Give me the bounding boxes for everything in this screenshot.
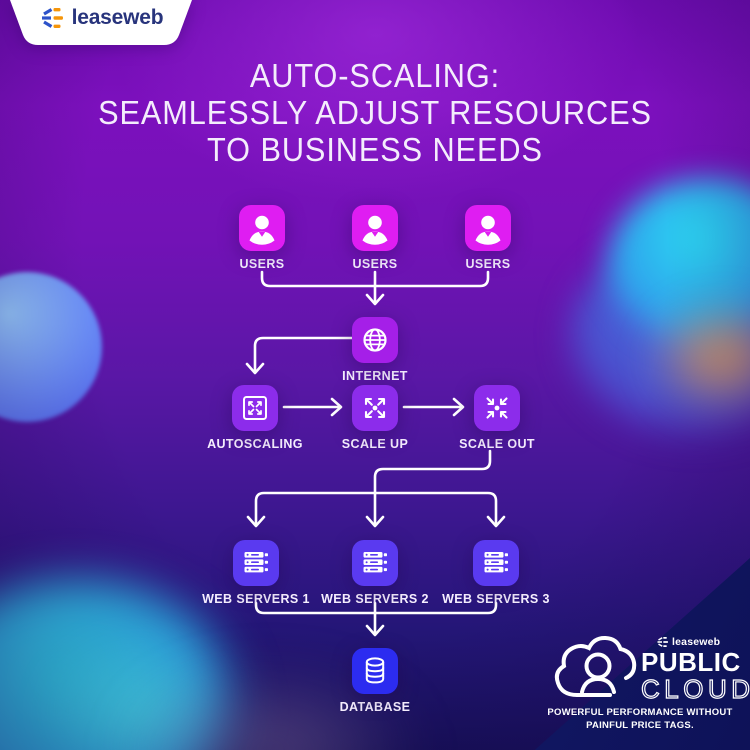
node-label: AUTOSCALING	[207, 437, 303, 451]
promo-tagline-line2: PAINFUL PRICE TAGS.	[586, 719, 694, 731]
cloud-blob-top-right	[570, 238, 750, 438]
cloud-user-icon	[554, 635, 637, 697]
page-title: AUTO-SCALING: SEAMLESSLY ADJUST RESOURCE…	[26, 57, 724, 168]
promo-brand: leaseweb	[656, 636, 720, 648]
person-icon	[352, 205, 398, 251]
expand-frame-icon	[232, 385, 278, 431]
person-icon	[465, 205, 511, 251]
leaseweb-globe-icon	[41, 8, 63, 28]
node-users-2: USERS	[310, 205, 440, 271]
node-web-server-1: WEB SERVERS 1	[191, 540, 321, 606]
title-line-3: TO BUSINESS NEEDS	[207, 131, 543, 168]
node-label: USERS	[465, 257, 511, 271]
node-internet: INTERNET	[310, 317, 440, 383]
node-web-server-3: WEB SERVERS 3	[431, 540, 561, 606]
cloud-blob-bottom-left-bright	[40, 635, 230, 750]
database-cylinder-icon	[352, 648, 398, 694]
server-stack-icon	[352, 540, 398, 586]
node-label: WEB SERVERS 1	[202, 592, 310, 606]
circle-blob-left	[0, 272, 102, 422]
node-web-server-2: WEB SERVERS 2	[310, 540, 440, 606]
node-label: SCALE OUT	[459, 437, 535, 451]
globe-icon	[352, 317, 398, 363]
node-label: USERS	[239, 257, 285, 271]
node-label: INTERNET	[342, 369, 408, 383]
title-line-2: SEAMLESSLY ADJUST RESOURCES	[98, 94, 652, 131]
node-label: WEB SERVERS 2	[321, 592, 429, 606]
server-stack-icon	[473, 540, 519, 586]
promo-tagline-line1: POWERFUL PERFORMANCE WITHOUT	[547, 707, 733, 718]
node-database: DATABASE	[310, 648, 440, 714]
arrows-expand-icon	[352, 385, 398, 431]
node-label: USERS	[352, 257, 398, 271]
cloud-blob-orange-glow	[648, 300, 750, 415]
leaseweb-globe-icon	[657, 637, 668, 647]
node-autoscaling: AUTOSCALING	[190, 385, 320, 451]
node-users-1: USERS	[197, 205, 327, 271]
node-label: SCALE UP	[341, 437, 409, 451]
node-users-3: USERS	[423, 205, 553, 271]
arrows-collapse-icon	[474, 385, 520, 431]
brand-name: leaseweb	[71, 6, 164, 29]
promo-product-line2: CLOUD	[640, 674, 750, 704]
node-scale-up: SCALE UP	[310, 385, 440, 451]
promo-tagline: POWERFUL PERFORMANCE WITHOUT PAINFUL PRI…	[520, 707, 750, 732]
promo-product-line1: PUBLIC	[641, 647, 741, 677]
cloud-blob-top-right-cyan	[608, 178, 750, 348]
brand-badge: leaseweb	[6, 0, 196, 48]
promo-brand-name: leaseweb	[672, 636, 721, 648]
title-line-1: AUTO-SCALING:	[249, 57, 501, 94]
node-label: DATABASE	[339, 700, 411, 714]
node-scale-out: SCALE OUT	[432, 385, 562, 451]
server-stack-icon	[233, 540, 279, 586]
person-icon	[239, 205, 285, 251]
node-label: WEB SERVERS 3	[442, 592, 550, 606]
